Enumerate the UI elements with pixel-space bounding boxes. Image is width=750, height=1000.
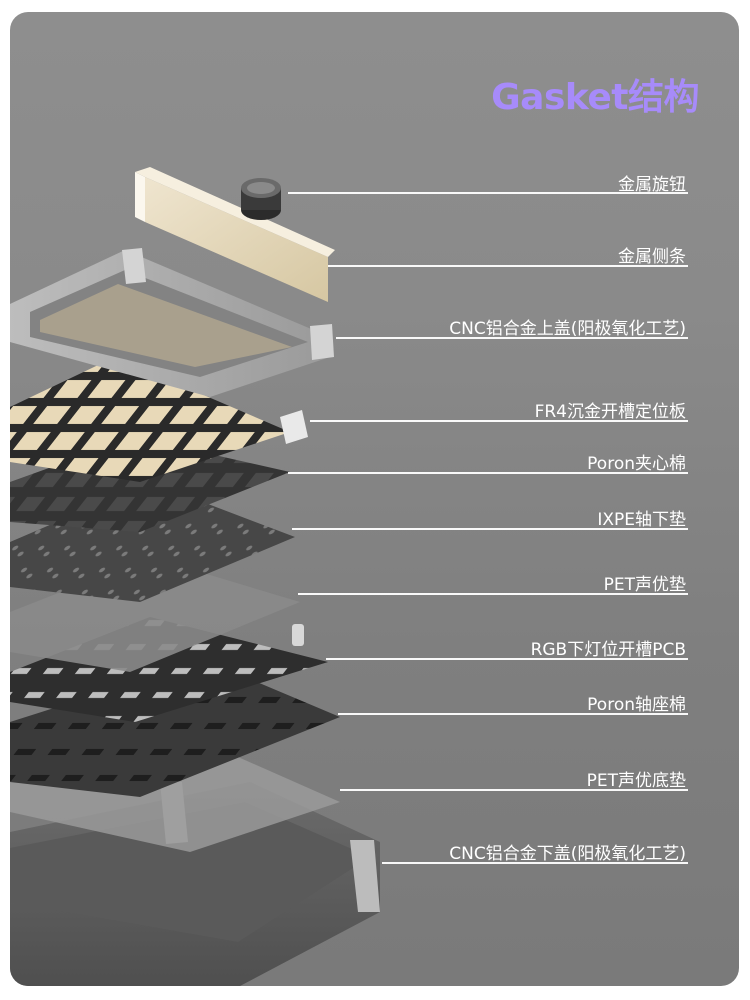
diagram-title: Gasket结构 — [491, 77, 699, 118]
leader-line-poron-sandwich — [288, 472, 688, 474]
label-metal-side-bar: 金属侧条 — [618, 247, 686, 267]
leader-line-side-bar — [328, 265, 688, 267]
leader-line-poron-switch-foam — [338, 713, 688, 715]
leader-line-bottom-case — [382, 862, 688, 864]
label-poron-switch-foam: Poron轴座棉 — [587, 695, 686, 715]
leader-line-ixpe — [292, 528, 688, 530]
label-poron-sandwich: Poron夹心棉 — [587, 454, 686, 474]
poron-switch-foam-shape — [10, 660, 340, 797]
metal-side-bar-shape — [135, 167, 335, 302]
leader-line-fr4-plate — [310, 420, 688, 422]
leader-line-pet-bottom-pad — [340, 789, 688, 791]
leader-line-pet-sound-pad — [298, 593, 688, 595]
label-pet-bottom-pad: PET声优底垫 — [586, 771, 686, 791]
label-pcb: RGB下灯位开槽PCB — [530, 640, 686, 660]
label-top-case: CNC铝合金上盖(阳极氧化工艺) — [449, 319, 686, 339]
label-metal-knob: 金属旋钮 — [618, 175, 686, 195]
exploded-view-card: Gasket结构 金属旋钮 金属侧条 CNC铝合金上盖(阳极氧化工艺) FR4沉… — [10, 12, 739, 986]
keyboard-exploded-illustration — [10, 167, 380, 986]
leader-line-knob — [288, 192, 688, 194]
label-ixpe: IXPE轴下垫 — [597, 510, 686, 530]
label-pet-sound-pad: PET声优垫 — [603, 575, 686, 595]
leader-line-pcb — [326, 658, 688, 660]
pcb-stabilizer-shape — [292, 624, 304, 646]
fr4-plate-shape — [10, 357, 290, 482]
bottom-case-shape — [10, 782, 380, 986]
leader-line-top-case — [336, 337, 688, 339]
fr4-plate-tab-shape — [280, 410, 308, 444]
top-case-frame-shape — [10, 248, 334, 397]
label-fr4-plate: FR4沉金开槽定位板 — [534, 402, 686, 422]
metal-knob-shape — [241, 178, 281, 220]
label-bottom-case: CNC铝合金下盖(阳极氧化工艺) — [449, 844, 686, 864]
